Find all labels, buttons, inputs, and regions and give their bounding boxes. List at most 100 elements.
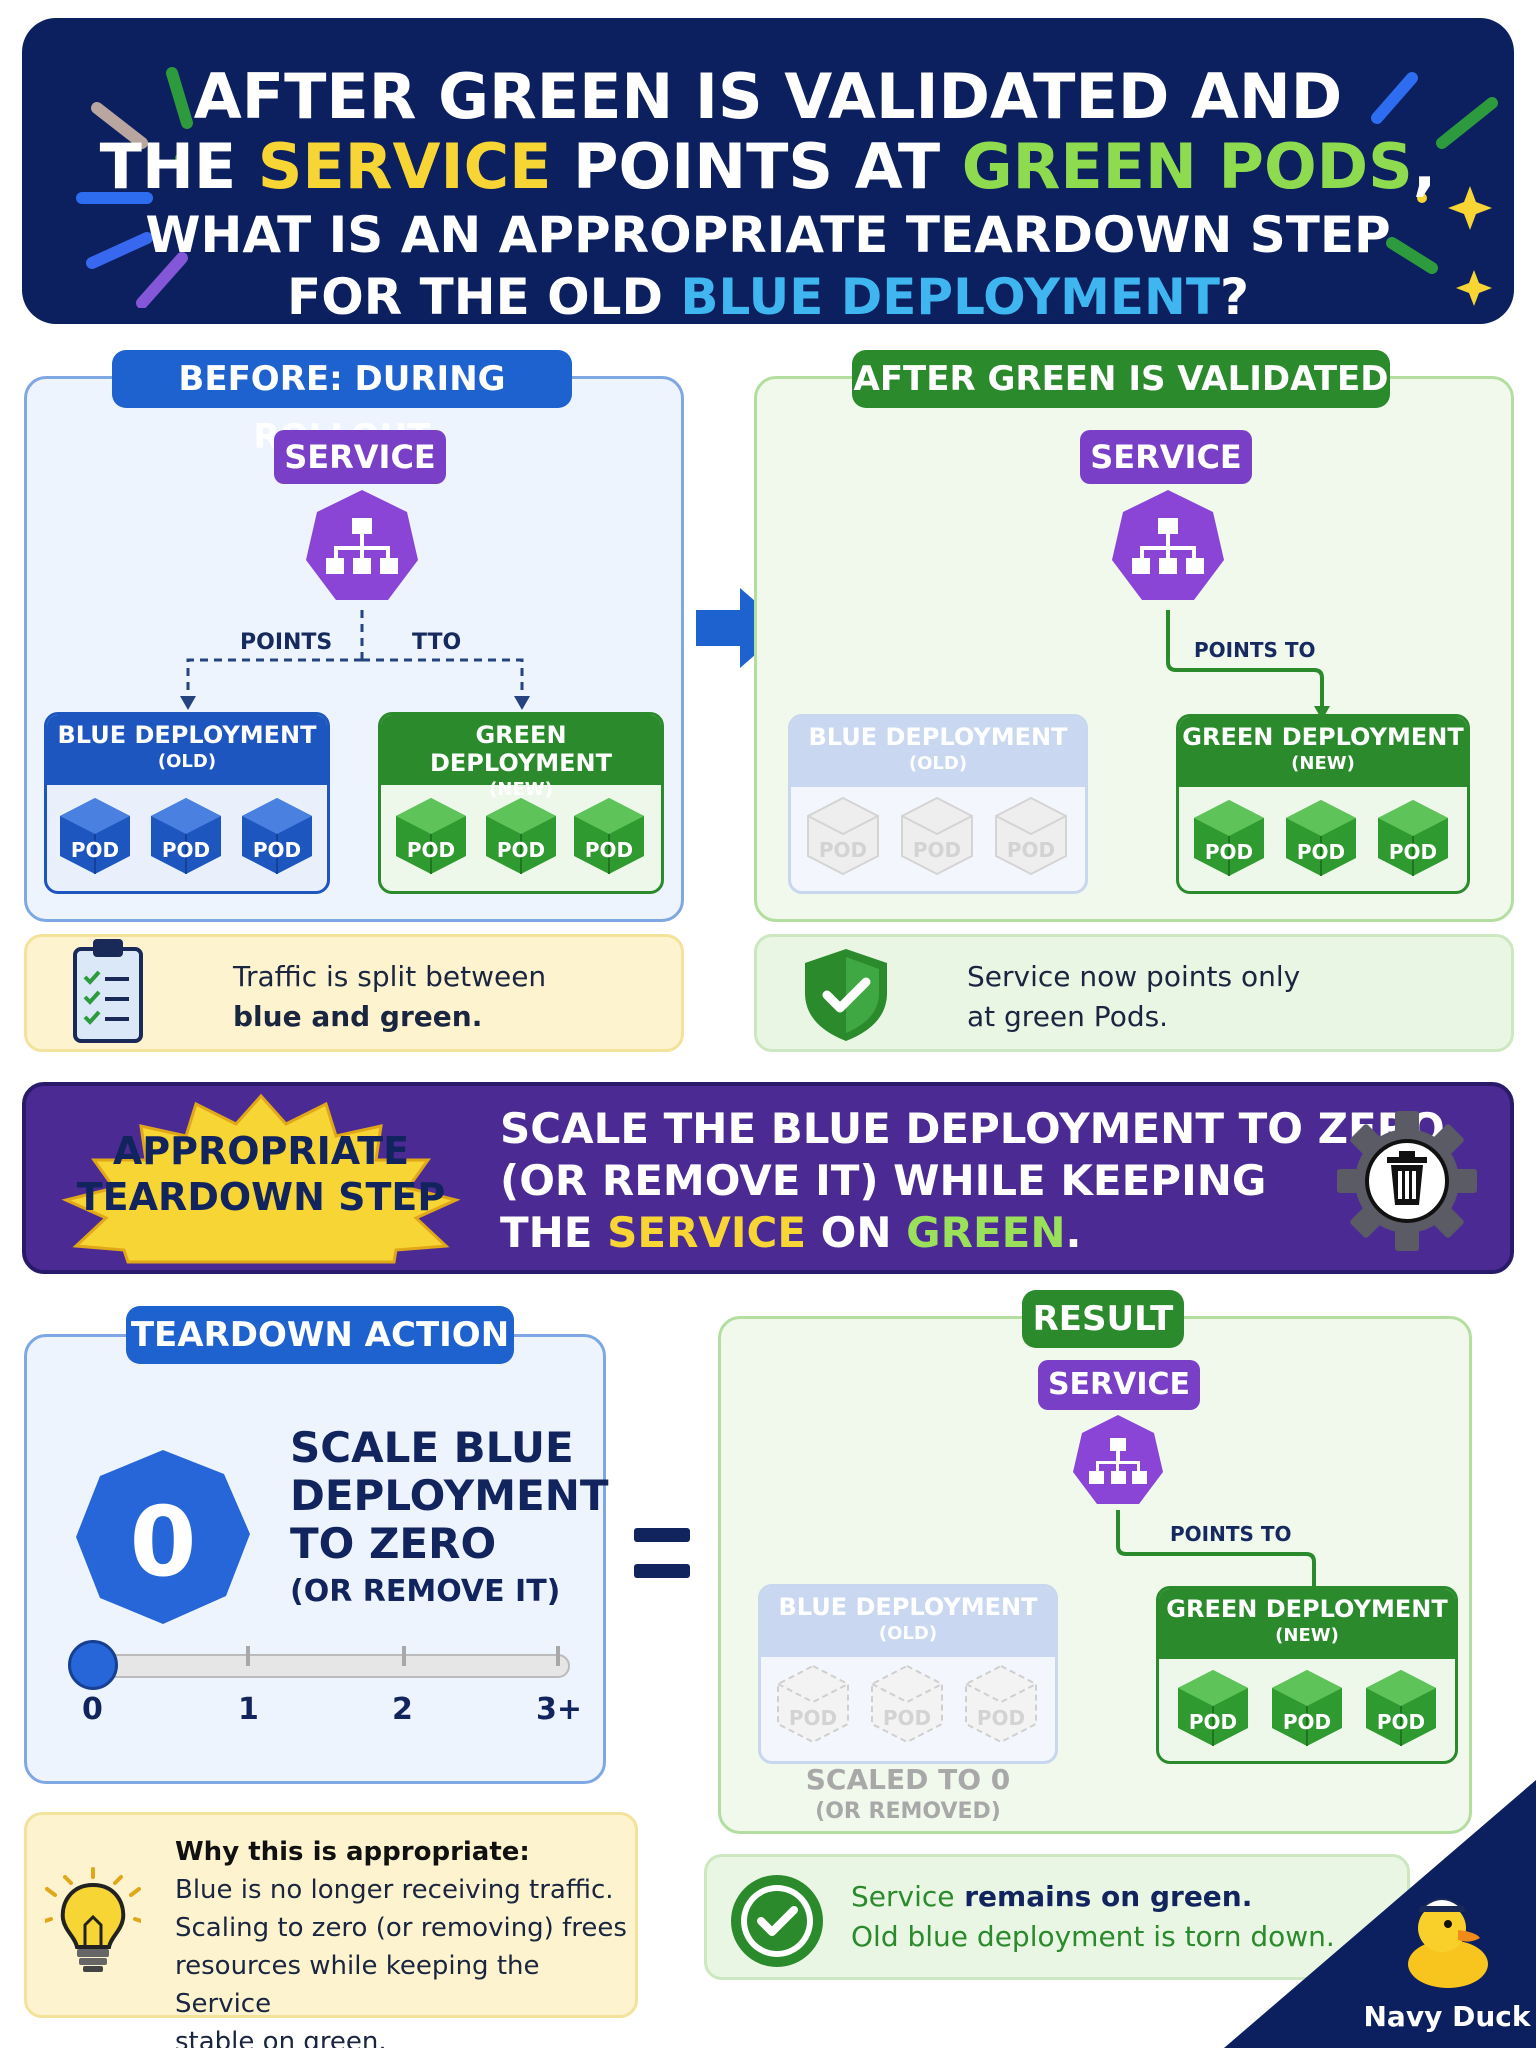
replica-slider-track[interactable] bbox=[74, 1654, 570, 1678]
banner-green-word: GREEN bbox=[906, 1208, 1066, 1257]
slider-tick-label: 1 bbox=[238, 1692, 259, 1727]
pod-label: POD bbox=[252, 838, 302, 862]
green-pod: POD bbox=[572, 796, 646, 876]
why-note: Why this is appropriate: Blue is no long… bbox=[24, 1812, 638, 2048]
header-service-word: SERVICE bbox=[257, 130, 552, 203]
result-note-text: Service remains on green. Old blue deplo… bbox=[851, 1877, 1335, 1957]
faded-pod: POD bbox=[806, 796, 880, 876]
blue-pod: POD bbox=[58, 796, 132, 876]
deployment-sub: (OLD) bbox=[908, 753, 968, 774]
faded-pod: POD bbox=[776, 1664, 850, 1744]
pod-label: POD bbox=[161, 838, 211, 862]
pod-label: POD bbox=[1376, 1710, 1426, 1734]
header-blue-deployment-word: BLUE DEPLOYMENT bbox=[680, 268, 1220, 326]
why-line: resources while keeping the Service bbox=[175, 1951, 540, 2019]
teardown-panel-title: TEARDOWN ACTION bbox=[126, 1306, 514, 1364]
banner-text: THE bbox=[500, 1208, 608, 1257]
slider-tick-label: 2 bbox=[392, 1692, 413, 1727]
pod-label: POD bbox=[788, 1706, 838, 1730]
banner-line-2: (OR REMOVE IT) WHILE KEEPING bbox=[500, 1156, 1267, 1205]
header-line-1: AFTER GREEN IS VALIDATED AND bbox=[193, 60, 1343, 133]
deployment-name: GREEN DEPLOYMENT bbox=[1182, 723, 1464, 751]
result-connector-line bbox=[1116, 1510, 1316, 1606]
before-service-label: SERVICE bbox=[274, 430, 446, 484]
result-panel-title: RESULT bbox=[1022, 1290, 1184, 1348]
pod-label: POD bbox=[976, 1706, 1026, 1730]
check-circle-icon bbox=[731, 1875, 823, 1967]
result-service-label: SERVICE bbox=[1038, 1360, 1200, 1410]
teardown-step-text: SCALE BLUE DEPLOYMENT TO ZERO (OR REMOVE… bbox=[290, 1424, 609, 1616]
replica-slider-handle[interactable] bbox=[68, 1640, 118, 1690]
zero-octagon-icon bbox=[76, 1450, 250, 1624]
before-note: Traffic is split between blue and green. bbox=[24, 934, 684, 1052]
before-panel-title: BEFORE: DURING ROLLOUT bbox=[112, 350, 572, 457]
sparkle-lines-left-icon bbox=[76, 67, 193, 308]
pod-label: POD bbox=[584, 838, 634, 862]
pod-label: POD bbox=[406, 838, 456, 862]
why-title: Why this is appropriate: bbox=[175, 1837, 530, 1867]
why-text: Why this is appropriate: Blue is no long… bbox=[175, 1837, 635, 2048]
deployment-name: GREEN DEPLOYMENT bbox=[429, 721, 612, 777]
deployment-name: BLUE DEPLOYMENT bbox=[808, 723, 1068, 751]
header-text: THE bbox=[99, 130, 258, 203]
header-line-3: WHAT IS AN APPROPRIATE TEARDOWN STEP bbox=[145, 206, 1391, 264]
green-pod: POD bbox=[1284, 798, 1358, 878]
deployment-name: BLUE DEPLOYMENT bbox=[57, 721, 317, 749]
slider-tick-label: 3+ bbox=[536, 1692, 583, 1727]
header-line-2: THE SERVICE POINTS AT GREEN PODS, bbox=[22, 130, 1514, 203]
after-connector-line bbox=[1166, 610, 1330, 720]
pod-label: POD bbox=[1204, 840, 1254, 864]
pod-label: POD bbox=[912, 838, 962, 862]
result-note-line-2: Old blue deployment is torn down. bbox=[851, 1920, 1335, 1953]
banner-line-3: THE SERVICE ON GREEN. bbox=[500, 1208, 1082, 1257]
before-note-text: Traffic is split between blue and green. bbox=[233, 957, 546, 1037]
deployment-header: GREEN DEPLOYMENT (NEW) bbox=[1159, 1589, 1455, 1659]
deployment-header: BLUE DEPLOYMENT (OLD) bbox=[47, 715, 327, 785]
slider-tick bbox=[402, 1646, 406, 1666]
equals-bar-top bbox=[634, 1528, 690, 1542]
pod-label: POD bbox=[818, 838, 868, 862]
deployment-header: BLUE DEPLOYMENT (OLD) bbox=[791, 717, 1085, 787]
pod-label: POD bbox=[70, 838, 120, 862]
note-text: remains on green. bbox=[954, 1880, 1253, 1913]
slider-tick-label: 0 bbox=[82, 1692, 103, 1727]
step-line: DEPLOYMENT bbox=[290, 1471, 609, 1520]
blue-pod: POD bbox=[240, 796, 314, 876]
after-points-to-label: POINTS TO bbox=[1194, 638, 1316, 662]
pod-label: POD bbox=[882, 1706, 932, 1730]
green-pod: POD bbox=[394, 796, 468, 876]
deployment-name: GREEN DEPLOYMENT bbox=[1166, 1595, 1448, 1623]
caption-line: (OR REMOVED) bbox=[815, 1799, 1001, 1824]
header-text: POINTS AT bbox=[551, 130, 962, 203]
banner-text: . bbox=[1065, 1208, 1082, 1257]
badge-line: APPROPRIATE bbox=[112, 1129, 410, 1173]
header-text: FOR THE OLD bbox=[287, 268, 681, 326]
trash-gear-icon bbox=[1337, 1111, 1477, 1251]
lightbulb-icon bbox=[45, 1867, 141, 1972]
faded-pod: POD bbox=[994, 796, 1068, 876]
header-text: ? bbox=[1219, 268, 1249, 326]
right-arrow-icon bbox=[696, 588, 786, 668]
deployment-sub: (OLD) bbox=[157, 751, 217, 772]
why-line: stable on green. bbox=[175, 2027, 387, 2048]
why-line: Scaling to zero (or removing) frees bbox=[175, 1913, 627, 1943]
after-note: Service now points only at green Pods. bbox=[754, 934, 1514, 1052]
step-line: (OR REMOVE IT) bbox=[290, 1574, 561, 1609]
pod-label: POD bbox=[1006, 838, 1056, 862]
green-pod: POD bbox=[1192, 798, 1266, 878]
deployment-sub: (NEW) bbox=[1291, 753, 1355, 774]
pod-label: POD bbox=[1388, 840, 1438, 864]
header-banner: AFTER GREEN IS VALIDATED AND THE SERVICE… bbox=[22, 18, 1514, 326]
after-service-label: SERVICE bbox=[1080, 430, 1252, 484]
badge-line: TEARDOWN STEP bbox=[76, 1175, 446, 1219]
deployment-header: GREEN DEPLOYMENT (NEW) bbox=[1179, 717, 1467, 787]
pod-label: POD bbox=[496, 838, 546, 862]
faded-pod: POD bbox=[964, 1664, 1038, 1744]
after-note-text: Service now points only at green Pods. bbox=[967, 957, 1300, 1037]
slider-tick bbox=[556, 1646, 560, 1666]
caption-line: SCALED TO 0 bbox=[805, 1763, 1011, 1796]
answer-banner: APPROPRIATE TEARDOWN STEP SCALE THE BLUE… bbox=[22, 1082, 1514, 1274]
result-points-to-label: POINTS TO bbox=[1170, 1522, 1292, 1546]
banner-service-word: SERVICE bbox=[607, 1208, 807, 1257]
clipboard-checklist-icon bbox=[73, 939, 143, 1043]
